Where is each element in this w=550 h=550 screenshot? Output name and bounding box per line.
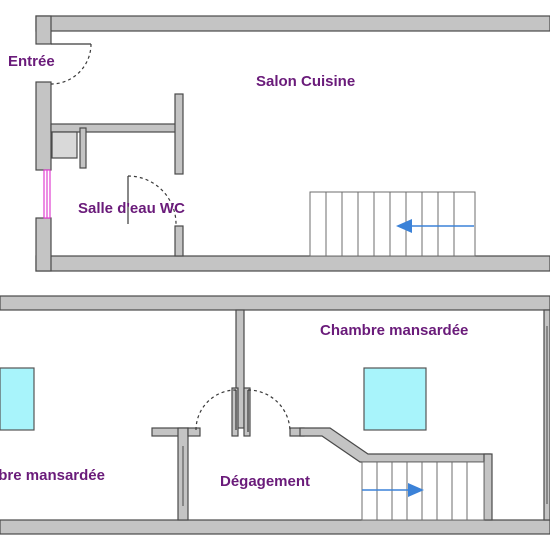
wall — [483, 453, 493, 521]
wall — [35, 217, 52, 272]
upper-floor: Entrée Salon Cuisine Salle d'eau WC — [8, 15, 550, 272]
left-door-swing — [195, 389, 237, 431]
wall — [0, 295, 550, 311]
room-label-entree: Entrée — [8, 53, 55, 70]
wall — [50, 123, 183, 133]
skylight-left — [0, 367, 35, 431]
wall — [79, 127, 87, 169]
room-label-chambre-mansardee-right: Chambre mansardée — [320, 322, 468, 339]
wall — [0, 519, 550, 535]
wall — [299, 427, 491, 463]
wall — [187, 427, 201, 437]
wall — [243, 387, 251, 437]
room-label-chambre-mansardee-left: Chambre mansardée — [0, 467, 105, 484]
room-label-degagement: Dégagement — [220, 473, 310, 490]
room-label-salle-deau-wc: Salle d'eau WC — [78, 200, 185, 217]
entry-door-swing — [50, 43, 92, 85]
wall — [235, 309, 245, 429]
wall — [231, 387, 239, 437]
lower-floor: Chambre mansardée Chambre mansardée Déga… — [0, 295, 550, 535]
wall — [35, 255, 550, 272]
shaft — [51, 131, 78, 159]
bathroom-door-swing — [127, 175, 177, 225]
right-door-swing — [247, 389, 291, 433]
stair-arrow-head — [408, 483, 424, 497]
wall — [35, 15, 550, 32]
wall — [35, 81, 52, 171]
staircase-upper — [309, 191, 476, 257]
skylight-right — [363, 367, 427, 431]
wall — [174, 225, 184, 257]
stair-arrow-head — [396, 219, 412, 233]
wall — [35, 15, 52, 45]
wall — [174, 93, 184, 175]
room-label-salon-cuisine: Salon Cuisine — [256, 73, 355, 90]
staircase-lower — [361, 461, 485, 521]
